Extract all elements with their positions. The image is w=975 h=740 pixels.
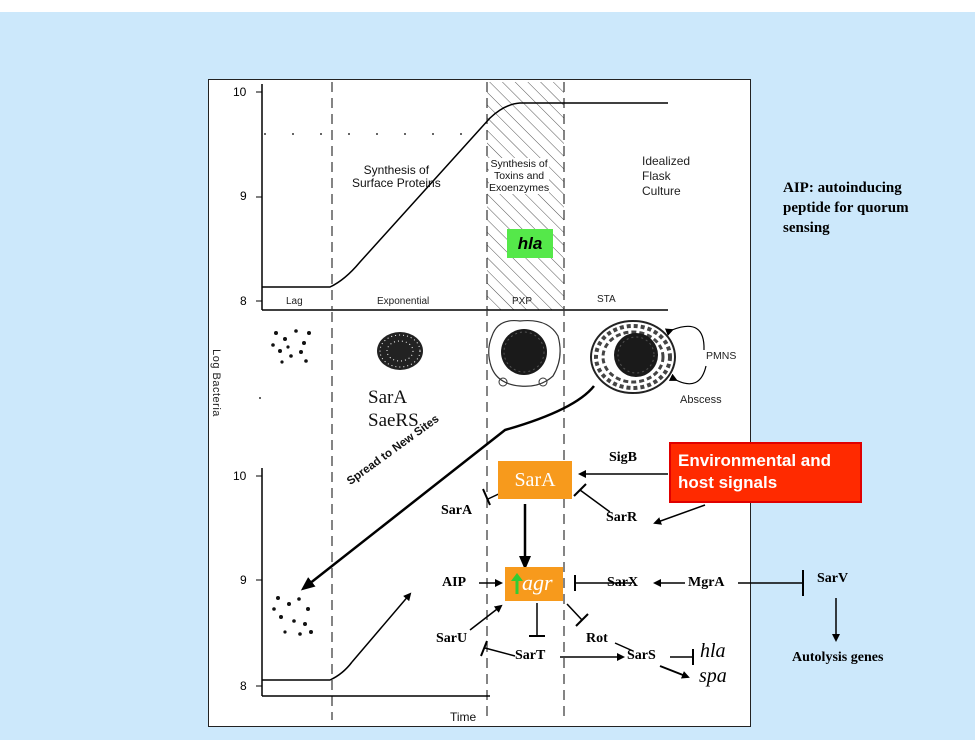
environmental-signals-box: Environmental and host signals [669, 442, 862, 503]
pxp-cluster [488, 319, 561, 387]
toxins-annotation: Synthesis of Toxins and Exoenzymes [489, 158, 550, 194]
saru-label: SarU [436, 631, 468, 646]
bottom-y-tick-10: 10 [233, 469, 247, 483]
sara-small-label: SarA [441, 503, 473, 518]
regulator-sara-text: SarA [368, 387, 408, 408]
hla-badge: hla [507, 229, 553, 258]
hla-gene-label: hla [700, 640, 726, 662]
regulator-saers-text: SaeRS [368, 410, 419, 431]
figure-frame [208, 79, 751, 727]
autolysis-genes-label: Autolysis genes [792, 650, 884, 665]
sara-box: SarA [498, 461, 572, 499]
phase-exponential: Exponential [377, 296, 430, 307]
top-y-tick-9: 9 [240, 189, 247, 203]
surface-proteins-annotation: Synthesis of Surface Proteins [352, 163, 441, 190]
rot-label: Rot [586, 631, 608, 646]
sars-label: SarS [627, 648, 656, 663]
exponential-cluster [377, 332, 423, 370]
new-site-cells [272, 596, 313, 636]
growth-curve-bottom [262, 661, 353, 681]
bottom-y-tick-8: 8 [240, 679, 247, 693]
sarx-label: SarX [607, 575, 639, 590]
phase-sta: STA [597, 294, 616, 305]
agr-box: agr [505, 567, 563, 601]
sart-label: SarT [515, 648, 546, 663]
sarr-label: SarR [606, 510, 638, 525]
x-axis-label: Time [450, 710, 477, 724]
aip-note-line-2: peptide for quorum [783, 200, 909, 216]
phase-lag: Lag [286, 296, 303, 307]
sta-abscess-cluster [590, 320, 676, 394]
spread-arrow [300, 385, 595, 591]
top-strip [0, 0, 975, 12]
aip-label: AIP [442, 575, 467, 590]
spa-gene-label: spa [699, 665, 727, 687]
sarv-label: SarV [817, 571, 849, 586]
flask-culture-annotation: Idealized Flask Culture [642, 154, 691, 198]
top-y-tick-10: 10 [233, 85, 247, 99]
aip-note-line-1: AIP: autoinducing [783, 180, 902, 196]
aip-note: AIP: autoinducing peptide for quorum sen… [783, 178, 963, 238]
y-axis-label: Log Bacteria [209, 349, 222, 417]
mgra-label: MgrA [688, 575, 725, 590]
lag-cells [271, 329, 311, 364]
abscess-label: Abscess [680, 394, 722, 406]
growth-curve-top [262, 102, 668, 288]
phase-pxp: PXP [512, 296, 533, 307]
sigb-label: SigB [609, 450, 638, 465]
agr-label: agr [522, 570, 553, 595]
top-y-tick-8: 8 [240, 294, 247, 308]
up-arrow-icon [511, 573, 523, 594]
pmns-label: PMNS [706, 350, 737, 362]
aip-note-line-3: sensing [783, 220, 830, 236]
bottom-y-tick-9: 9 [240, 573, 247, 587]
pxp-hatch-region [487, 82, 564, 310]
